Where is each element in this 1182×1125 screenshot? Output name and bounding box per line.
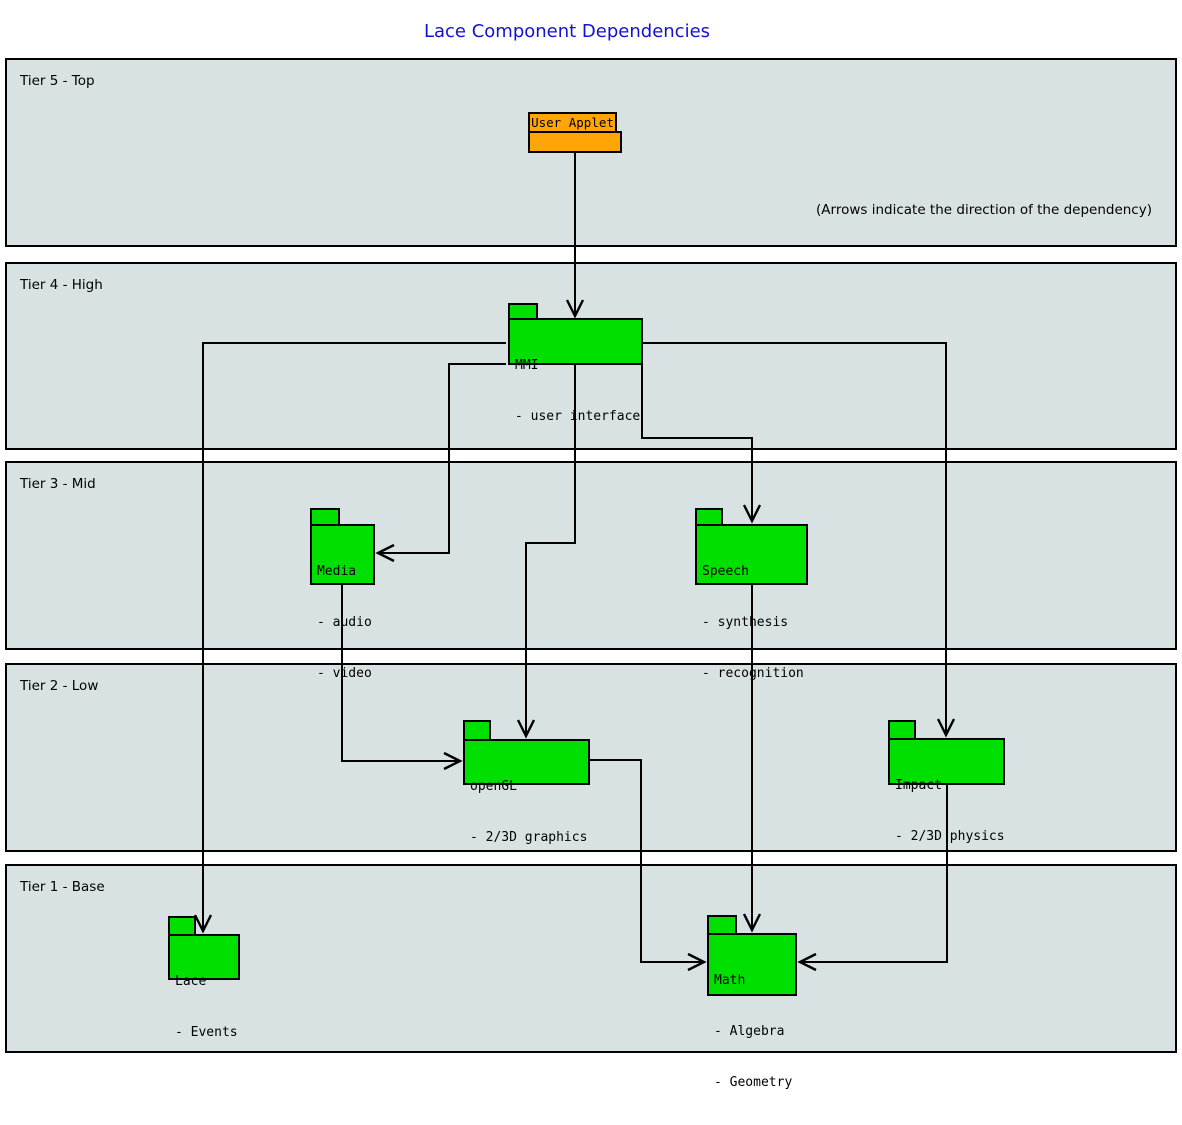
- component-detail: - audio: [317, 615, 372, 630]
- component-title: Impact: [895, 778, 942, 793]
- tier-label: Tier 1 - Base: [20, 879, 105, 895]
- component-detail: - Events: [175, 1025, 238, 1040]
- component-detail: - synthesis: [702, 615, 789, 630]
- component-detail: - Algebra: [714, 1024, 785, 1039]
- component-user-applet: User Applet: [528, 112, 622, 153]
- component-title: User Applet: [528, 112, 617, 133]
- tier-label: Tier 4 - High: [20, 277, 103, 293]
- component-detail: - 2/3D graphics: [470, 830, 588, 845]
- component-body: Lace - Events: [168, 934, 240, 1040]
- component-detail: - Geometry: [714, 1075, 793, 1090]
- component-body: Speech - synthesis - recognition: [695, 524, 808, 681]
- page-title: Lace Component Dependencies: [423, 21, 711, 42]
- tier-label: Tier 2 - Low: [20, 678, 99, 694]
- component-body: openGL - 2/3D graphics: [463, 739, 590, 845]
- folder-tab-icon: [888, 720, 916, 740]
- folder-tab-icon: [168, 916, 196, 936]
- tier-3-mid: Tier 3 - Mid: [5, 461, 1177, 650]
- component-detail: - recognition: [702, 666, 804, 681]
- component-title: Math: [714, 973, 746, 988]
- component-body: Math - Algebra - Geometry: [707, 933, 797, 1090]
- component-body: Media - audio - video: [310, 524, 375, 681]
- dependency-note: (Arrows indicate the direction of the de…: [816, 202, 1152, 218]
- component-detail: - 2/3D physics: [895, 829, 1005, 844]
- component-title: Lace: [175, 974, 207, 989]
- folder-tab-icon: [707, 915, 737, 935]
- folder-tab-icon: [463, 720, 491, 741]
- component-title: Media: [317, 564, 357, 579]
- component-detail: - video: [317, 666, 372, 681]
- component-title: openGL: [470, 779, 517, 794]
- component-body: [528, 131, 622, 153]
- tier-label: Tier 3 - Mid: [20, 476, 96, 492]
- component-body: MMI - user interface: [508, 318, 643, 424]
- component-body: Impact - 2/3D physics: [888, 738, 1005, 844]
- tier-4-high: Tier 4 - High: [5, 262, 1177, 450]
- component-title: MMI: [515, 358, 539, 373]
- component-title: Speech: [702, 564, 749, 579]
- tier-label: Tier 5 - Top: [20, 73, 95, 89]
- component-detail: - user interface: [515, 409, 641, 424]
